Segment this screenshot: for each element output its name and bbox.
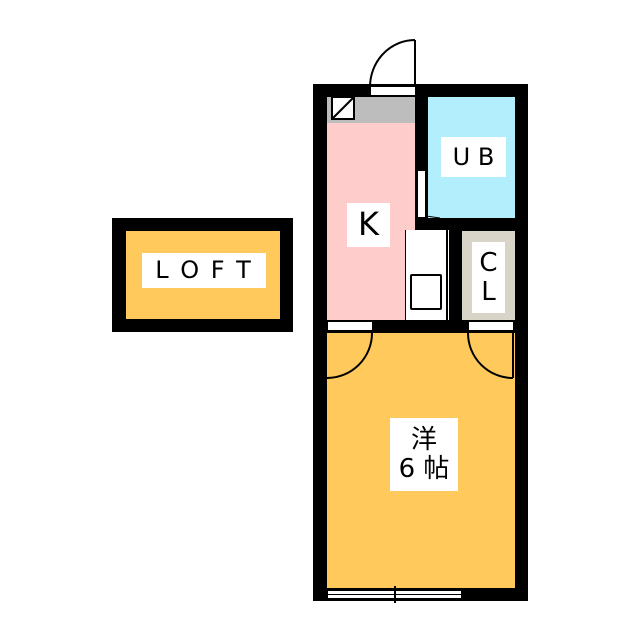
unit-bath-label: U B	[441, 137, 506, 177]
shoe-box	[331, 96, 355, 120]
closet-label-line2: L	[481, 276, 496, 307]
unit-bath-door[interactable]	[417, 170, 426, 218]
western-room-label-line2: 6 帖	[398, 453, 450, 484]
closet-door-opening[interactable]	[469, 322, 513, 330]
closet-label: C L	[472, 242, 505, 313]
kitchen-door-opening[interactable]	[328, 322, 372, 330]
sink-icon	[410, 274, 442, 310]
loft-label: L O F T	[142, 253, 266, 288]
window[interactable]	[328, 590, 461, 599]
closet-label-line1: C	[479, 247, 498, 278]
kitchen-label: K	[347, 203, 390, 247]
counter-edge	[446, 230, 448, 320]
western-room-label-line1: 洋	[410, 424, 437, 455]
western-room-label: 洋 6 帖	[390, 418, 458, 491]
entrance-door-icon	[369, 39, 416, 88]
entrance-door-opening[interactable]	[371, 87, 415, 95]
